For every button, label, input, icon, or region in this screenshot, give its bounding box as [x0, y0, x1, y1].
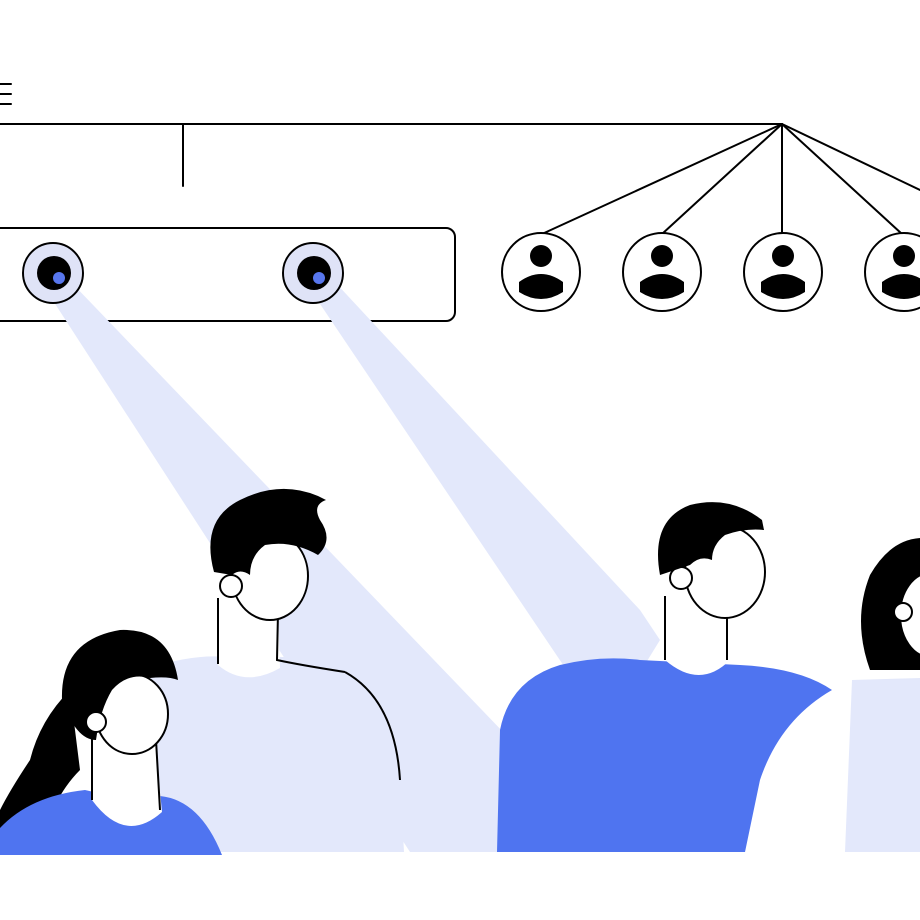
beam-right	[316, 281, 660, 705]
ear	[893, 602, 913, 622]
fanout-line-1	[541, 123, 783, 235]
user-profile-icon	[864, 232, 920, 312]
fanout-line-4	[781, 123, 903, 235]
network-diagram	[0, 83, 920, 235]
ear	[219, 574, 243, 598]
neck	[92, 735, 162, 826]
person-man-blue-shirt	[497, 502, 832, 852]
neck-outline	[91, 735, 161, 811]
user-profile-icon	[501, 232, 581, 312]
hair	[210, 488, 327, 575]
camera-lens-left	[22, 242, 84, 304]
lens-pupil	[37, 256, 71, 290]
hair	[658, 502, 764, 575]
shirt	[497, 658, 832, 852]
neck-outline	[217, 598, 346, 673]
user-profile-icons	[501, 232, 920, 312]
lens-dot	[53, 272, 65, 284]
person-man-light-shirt	[150, 488, 404, 852]
shirt	[150, 656, 404, 852]
user-profile-icon	[743, 232, 823, 312]
lens-pupil	[297, 256, 331, 290]
fanout-line-5	[781, 123, 920, 191]
person-right-edge	[845, 538, 920, 852]
user-profile-icon	[622, 232, 702, 312]
camera-lens-right	[282, 242, 344, 304]
person-woman-blue-shirt	[0, 629, 222, 855]
shirt-outline	[344, 671, 401, 781]
fanout-line-2	[661, 123, 783, 235]
shirt	[845, 678, 920, 852]
corner-tick-marks	[0, 83, 12, 105]
ear	[85, 711, 107, 733]
shirt	[0, 790, 222, 855]
lens-dot	[313, 272, 325, 284]
